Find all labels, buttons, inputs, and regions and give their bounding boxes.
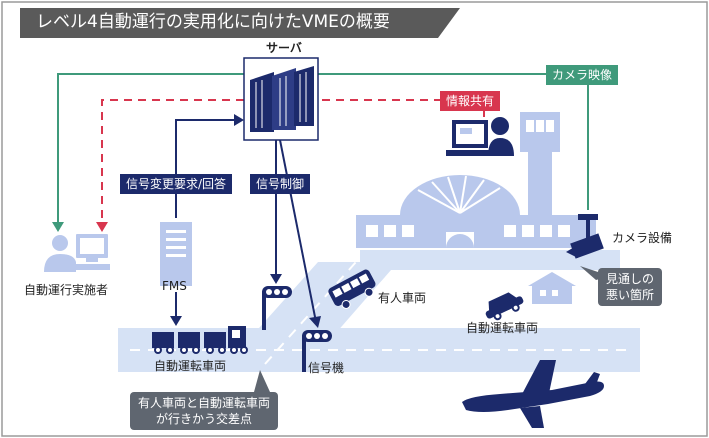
signal-control-line-2: [279, 139, 317, 323]
autonomous-car-icon: [485, 292, 524, 321]
traffic-signal-1: [262, 286, 292, 330]
road-markings: [130, 261, 630, 365]
page-title: レベル4自動運行の実用化に向けたVMEの概要: [36, 12, 390, 32]
manned-bus-icon: [328, 269, 376, 309]
fms-icon: [160, 222, 192, 286]
terminal-arch-rays: [417, 175, 501, 214]
camera-icon: [566, 214, 604, 259]
camera-equipment-label: カメラ設備: [612, 231, 673, 245]
upper-road: [360, 250, 620, 270]
operator-label: 自動運行実施者: [24, 283, 109, 297]
terminal-windows: [366, 120, 570, 248]
info-share-arrowhead: [96, 222, 108, 232]
traffic-signal-2: [302, 330, 332, 372]
title-bar: [20, 8, 460, 38]
intersection-callout-pointer: [254, 370, 270, 392]
server-label: サーバ: [266, 41, 302, 55]
autonomous-vehicle-right-label: 自動運転車両: [466, 321, 539, 335]
control-operator-icon: [446, 117, 514, 156]
camera-feed-tag: カメラ映像: [546, 65, 619, 85]
intersection-line-2: が行きかう交差点: [156, 412, 253, 426]
autonomous-tug-icon: [152, 326, 248, 354]
signal-control-tag: 信号制御: [250, 174, 311, 194]
blind-spot-line-1: 見通しの: [606, 272, 655, 286]
server-icon: [243, 57, 319, 141]
info-share-line-left: [101, 99, 244, 226]
blind-spot-line-2: 悪い箇所: [606, 288, 655, 302]
intersection-callout: 有人車両と自動運転車両 が行きかう交差点: [130, 392, 279, 430]
operator-icon: [44, 234, 110, 272]
intersection-line-1: 有人車両と自動運転車両: [138, 396, 271, 410]
autonomous-vehicle-left-label: 自動運転車両: [154, 359, 227, 373]
camera-feed-line-left: [57, 73, 244, 226]
info-share-tag: 情報共有: [440, 91, 501, 111]
house-icon: [528, 272, 576, 304]
manned-vehicle-label: 有人車両: [378, 291, 427, 305]
fms-label: FMS: [162, 279, 187, 293]
airplane-icon: [462, 360, 604, 428]
fms-server-line: [175, 119, 236, 218]
blind-spot-callout: 見通しの 悪い箇所: [598, 268, 663, 306]
signal-request-tag: 信号変更要求/回答: [120, 174, 233, 194]
traffic-signal-label: 信号機: [308, 361, 345, 375]
camera-feed-arrowhead: [52, 222, 64, 232]
